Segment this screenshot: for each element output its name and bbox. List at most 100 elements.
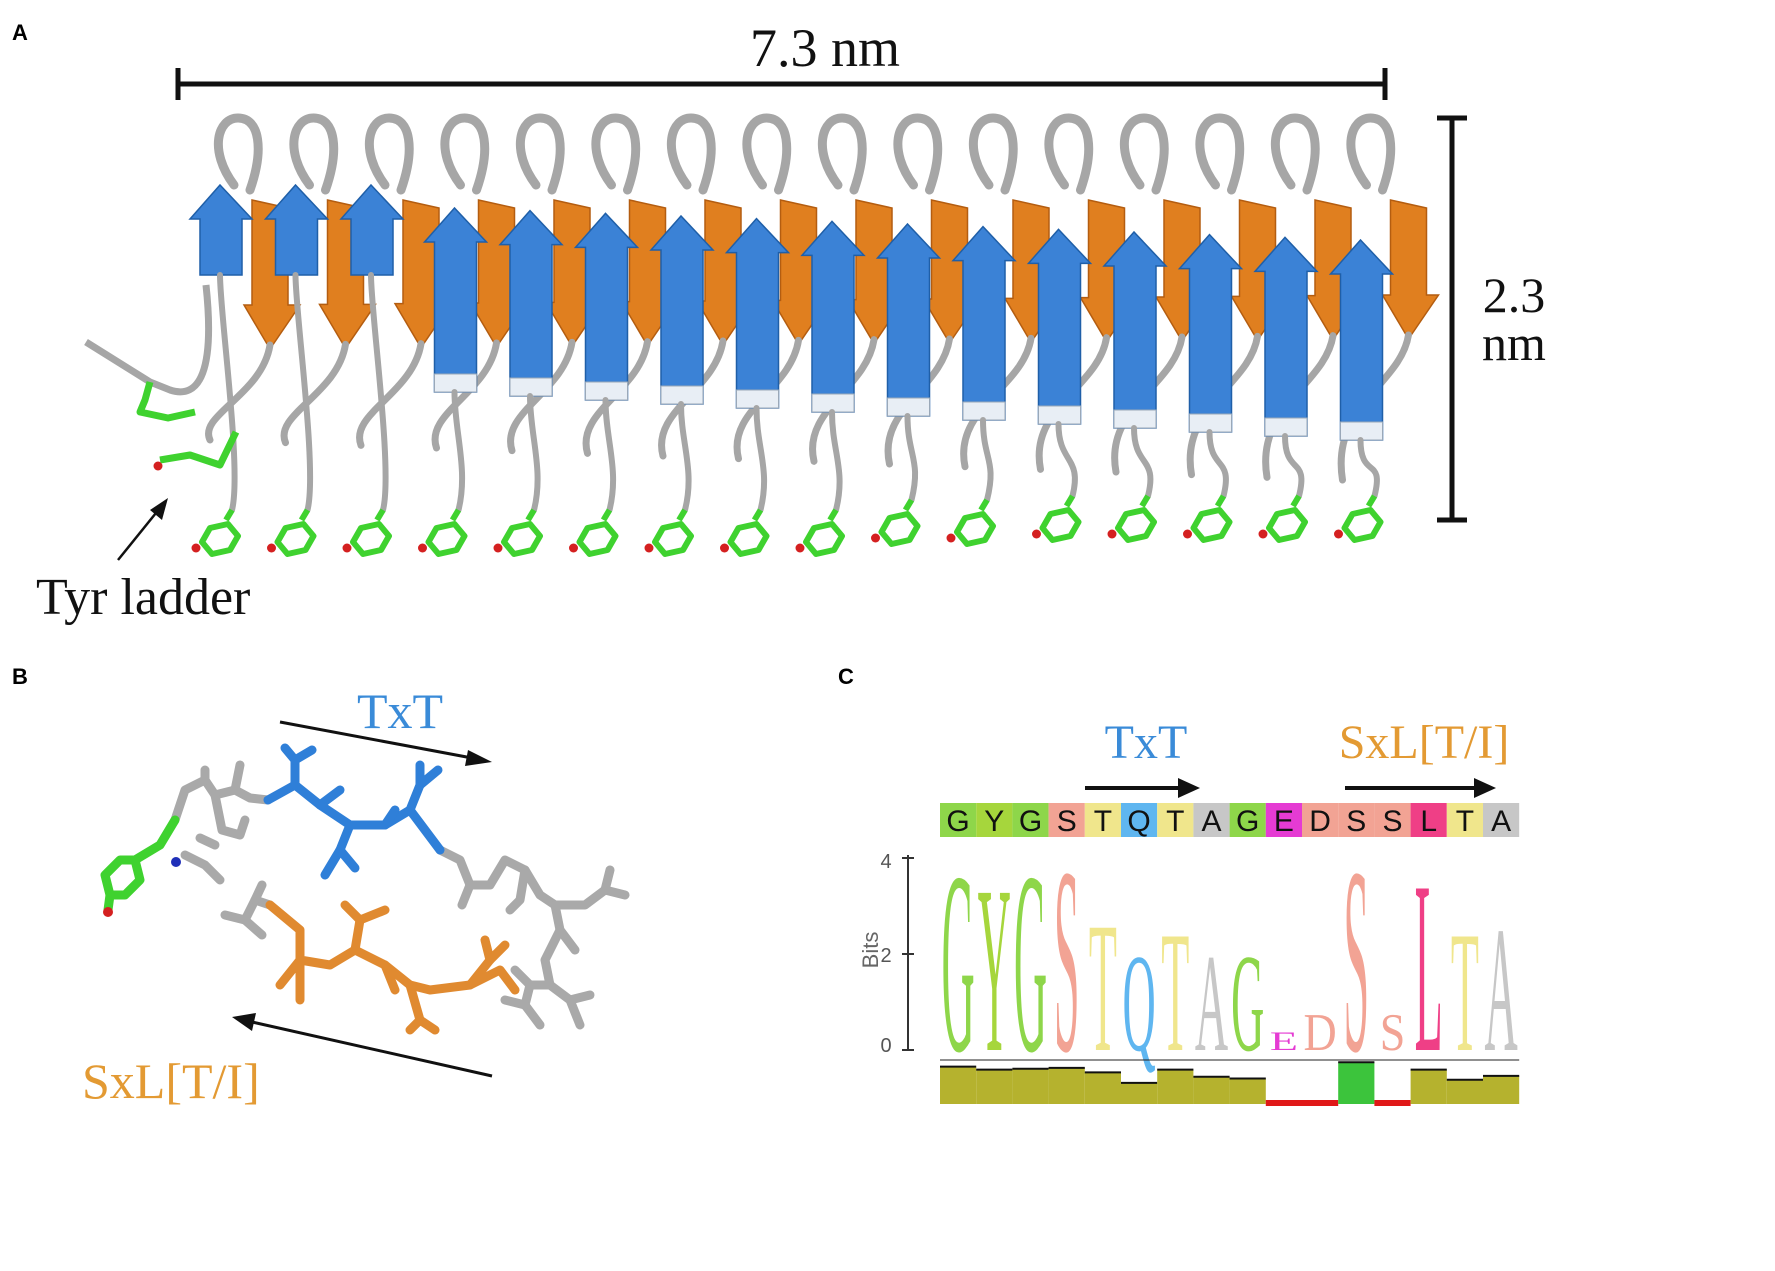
txt-motif-label-b: TxT <box>357 683 443 739</box>
tyr-ladder-arrow <box>117 498 168 561</box>
tail-oxygen <box>153 461 163 471</box>
tyr-ring <box>1341 507 1384 543</box>
logo-letter: S <box>1054 813 1080 1108</box>
sequence-letter: A <box>1491 805 1511 838</box>
top-loop <box>817 113 867 195</box>
top-loop <box>1346 113 1396 195</box>
sequence-letter: T <box>1166 805 1184 838</box>
blue-strand <box>649 214 715 405</box>
tyr-connector <box>217 272 238 513</box>
sequence-cell <box>1157 803 1194 837</box>
panel-c-label: C <box>838 664 854 689</box>
top-loop <box>364 113 414 195</box>
tyr-oxygen <box>1032 529 1041 539</box>
sequence-letter: G <box>946 805 969 838</box>
lower-loop <box>205 341 274 444</box>
tyr-ring <box>727 521 770 557</box>
conservation-bar <box>1265 1100 1302 1106</box>
sequence-cell <box>1012 803 1049 837</box>
sequence-letter: S <box>1346 805 1366 838</box>
height-scale-bar <box>1437 115 1467 523</box>
conservation-bar <box>1338 1062 1375 1104</box>
logo-letter: S <box>1344 813 1370 1108</box>
tyr-connector <box>1282 433 1305 499</box>
y-tick-2: 2 <box>880 945 891 967</box>
top-loop <box>213 113 263 195</box>
panel-a-label: A <box>12 20 28 45</box>
tyr-connector <box>1206 429 1229 499</box>
tyr-oxygen <box>267 543 276 553</box>
tyr-connector <box>527 393 541 513</box>
logo-letter: E <box>1270 1027 1298 1057</box>
tyr-connector <box>904 413 919 503</box>
logo-letter: D <box>1303 1003 1336 1062</box>
tyr-ring <box>199 521 241 557</box>
tyr-stem <box>1290 494 1302 508</box>
sequence-letter: A <box>1201 805 1221 838</box>
logo-letter: Q <box>1122 925 1155 1081</box>
height-label-number: 2.3 <box>1483 267 1546 323</box>
tyr-ring <box>576 521 619 557</box>
tyr-ring <box>350 521 392 557</box>
tyr-oxygen <box>1107 529 1117 539</box>
tyr-oxygen <box>191 543 201 553</box>
blue-strand <box>875 222 942 417</box>
solenoid-rung <box>795 113 906 557</box>
tyr-connector <box>753 405 768 513</box>
sxl-motif-label-b: SxL[T/I] <box>82 1053 260 1109</box>
logo-letter: A <box>1484 891 1517 1090</box>
sequence-cell <box>1048 803 1085 837</box>
top-loop <box>1270 113 1320 195</box>
sequence-cell <box>1483 803 1520 837</box>
top-loop <box>1195 113 1245 195</box>
beta-solenoid <box>84 113 1440 557</box>
tyr-ring <box>878 511 921 547</box>
top-loop <box>1044 113 1094 195</box>
tyr-connector <box>368 272 389 513</box>
solenoid-rung <box>263 113 377 557</box>
conservation-bar <box>940 1066 977 1104</box>
tail-side-chain <box>159 430 240 469</box>
top-loop <box>742 113 792 195</box>
blue-strand <box>1328 238 1395 441</box>
tyr-oxygen <box>342 543 352 553</box>
blue-strand <box>263 183 330 276</box>
sequence-letter: T <box>1094 805 1112 838</box>
blue-strand <box>1253 236 1319 437</box>
tyr-stem <box>1139 494 1151 508</box>
sxl-motif-arrow <box>1345 778 1496 798</box>
conservation-bar <box>1121 1082 1158 1104</box>
tyr-stem <box>978 498 990 512</box>
blue-strand <box>339 183 405 276</box>
tyr-ring <box>1115 507 1157 543</box>
conservation-bar <box>1157 1069 1194 1104</box>
sequence-cell <box>1374 803 1411 837</box>
top-direction-arrow <box>279 720 492 766</box>
tyr-stem <box>751 508 764 522</box>
conservation-bar <box>1193 1076 1230 1104</box>
txt-motif-label-c: TxT <box>1105 716 1188 769</box>
bottom-direction-arrow <box>232 1013 493 1078</box>
tyr-connector <box>1055 421 1078 499</box>
lower-loop <box>356 340 425 449</box>
sxl-motif-label-c: SxL[T/I] <box>1339 716 1510 769</box>
sequence-letter: Q <box>1127 805 1150 838</box>
tyr-stem <box>1214 494 1227 508</box>
top-loop <box>289 113 339 195</box>
conservation-bar <box>1084 1072 1121 1104</box>
tyr-oxygen <box>871 533 880 543</box>
tyr-ladder-label: Tyr ladder <box>36 569 250 626</box>
sequence-letter: D <box>1309 805 1331 838</box>
conservation-bar <box>1302 1100 1339 1106</box>
tyr-stem <box>676 508 688 522</box>
logo-letter: T <box>1451 897 1479 1088</box>
tyr-stem <box>449 508 462 522</box>
tyr-connector <box>1357 437 1380 499</box>
sequence-letter: G <box>1236 805 1259 838</box>
length-scale-bar <box>175 68 1388 100</box>
conservation-bars <box>940 1059 1520 1106</box>
tyr-connector <box>602 397 617 513</box>
tyr-ring <box>1039 507 1082 543</box>
